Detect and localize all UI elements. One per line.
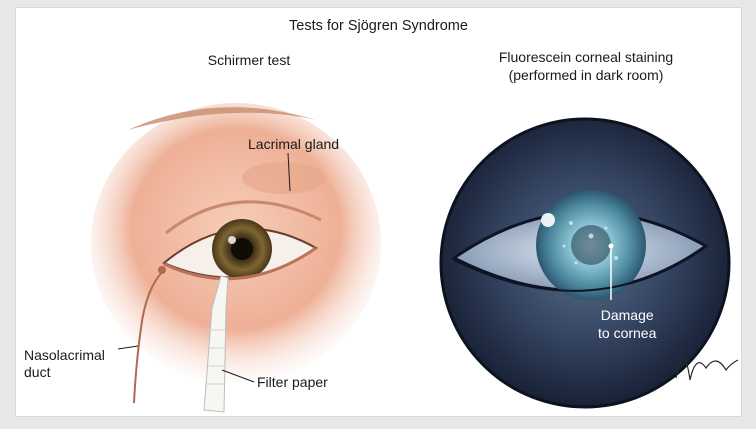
label-filter-paper: Filter paper <box>257 374 328 391</box>
schirmer-heading: Schirmer test <box>164 52 334 69</box>
label-damage-to-cornea: Damage to cornea <box>598 306 656 342</box>
label-nasolacrimal-line2: duct <box>24 364 105 381</box>
leader-naso <box>118 346 138 349</box>
label-lacrimal-gland: Lacrimal gland <box>248 136 339 153</box>
label-damage-line1: Damage <box>598 306 656 324</box>
fluorescein-heading-line2: (performed in dark room) <box>456 66 716 84</box>
fluorescein-illustration <box>441 119 729 407</box>
fluorescein-heading: Fluorescein corneal staining (performed … <box>456 48 716 84</box>
eye-highlight-dark <box>541 213 555 227</box>
pupil-dark <box>571 225 611 265</box>
lacrimal-gland-shape <box>242 162 326 194</box>
fluorescein-heading-line1: Fluorescein corneal staining <box>456 48 716 66</box>
label-nasolacrimal-duct: Nasolacrimal duct <box>24 347 105 381</box>
leader-damage-dot <box>609 244 614 249</box>
figure-panel: Tests for Sjögren Syndrome Schirmer test… <box>16 8 741 416</box>
eye-highlight <box>228 236 236 244</box>
punctum <box>158 266 166 274</box>
label-nasolacrimal-line1: Nasolacrimal <box>24 347 105 364</box>
figure-title: Tests for Sjögren Syndrome <box>16 18 741 35</box>
label-damage-line2: to cornea <box>598 324 656 342</box>
